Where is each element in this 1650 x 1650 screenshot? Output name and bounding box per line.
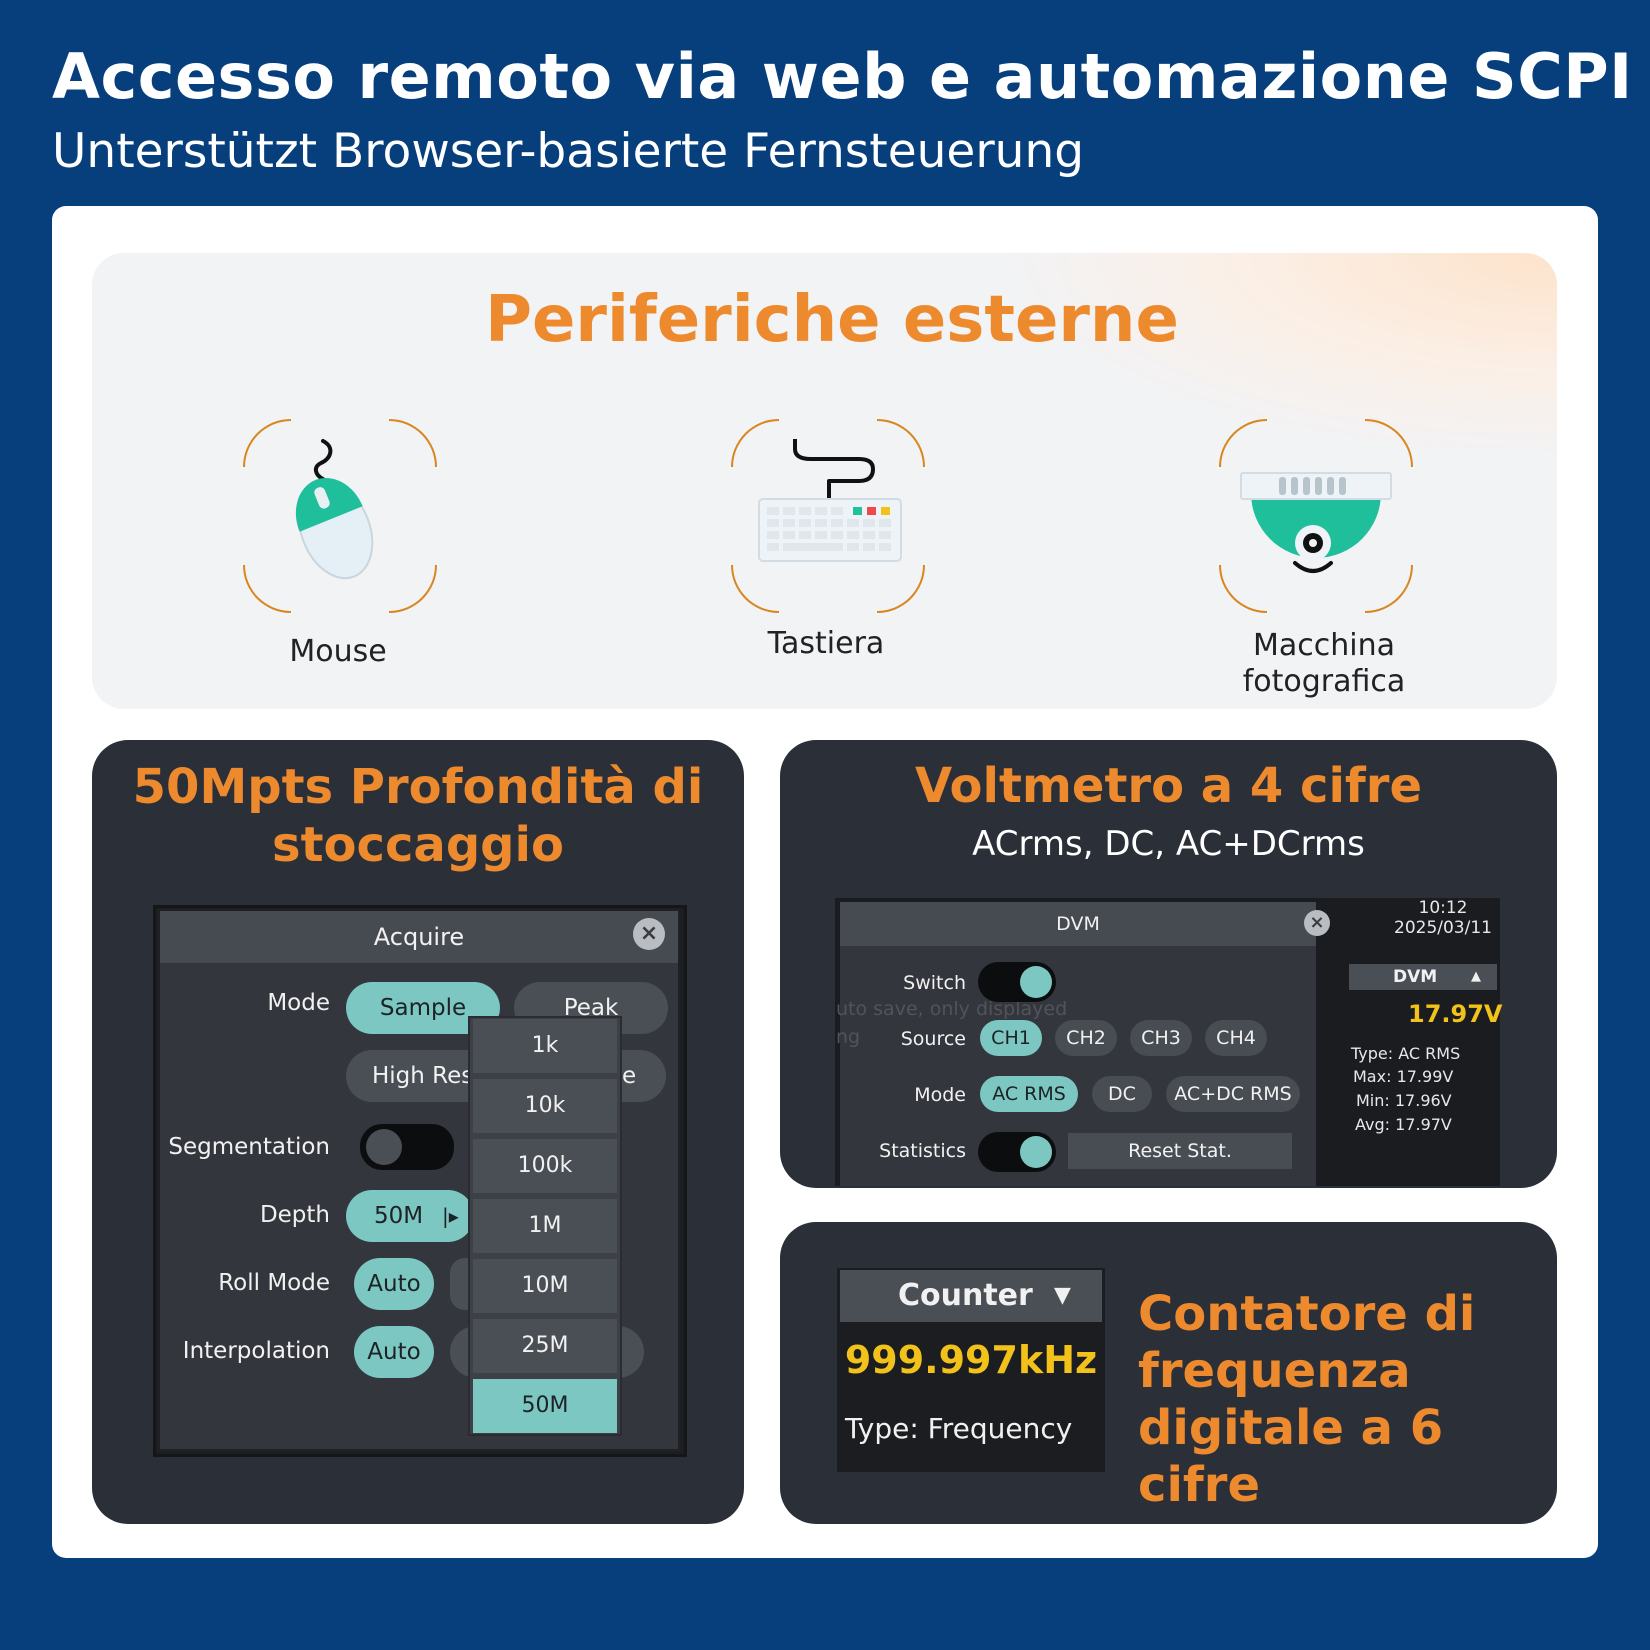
page-title: Accesso remoto via web e automazione SCP…	[52, 40, 1633, 113]
dvm-source-ch2[interactable]: CH2	[1055, 1020, 1117, 1056]
depth-option-1m[interactable]: 1M	[473, 1199, 617, 1253]
segmentation-label: Segmentation	[168, 1134, 330, 1160]
depth-option-100k[interactable]: 100k	[473, 1139, 617, 1193]
counter-type: Type: Frequency	[845, 1412, 1073, 1445]
mouse-icon	[295, 439, 374, 580]
dvm-source-ch4[interactable]: CH4	[1205, 1020, 1267, 1056]
dvm-subtitle: ACrms, DC, AC+DCrms	[972, 824, 1365, 864]
clock-date: 2025/03/11	[1394, 918, 1492, 938]
depth-option-10m[interactable]: 10M	[473, 1259, 617, 1313]
keyboard-label: Tastiera	[767, 626, 885, 661]
dvm-avg-row: Avg: 17.97V	[1355, 1115, 1452, 1134]
dvm-source-ch1[interactable]: CH1	[980, 1020, 1042, 1056]
depth-option-1k[interactable]: 1k	[473, 1019, 617, 1073]
dvm-switch-toggle[interactable]	[978, 962, 1056, 1002]
segmentation-toggle[interactable]	[360, 1124, 454, 1170]
page-subtitle: Unterstützt Browser-basierte Fernsteueru…	[52, 124, 1085, 179]
dvm-switch-label: Switch	[903, 972, 966, 994]
counter-title: Contatore di frequenza digitale a 6 cifr…	[1138, 1286, 1476, 1513]
mode-label: Mode	[267, 990, 330, 1016]
peripherals-title: Periferiche esterne	[485, 283, 1179, 357]
interpolation-auto-button[interactable]: Auto	[354, 1326, 434, 1378]
dvm-bg-text-2: ng	[836, 1026, 861, 1048]
depth-option-50m[interactable]: 50M	[473, 1379, 617, 1433]
collapse-icon: ▲	[1471, 969, 1481, 984]
dvm-min-row: Min: 17.96V	[1356, 1091, 1452, 1110]
clock-time: 10:12	[1418, 898, 1468, 918]
dvm-mode-acrms[interactable]: AC RMS	[980, 1076, 1078, 1112]
dvm-bg-text: uto save, only displayed	[836, 998, 1068, 1020]
interpolation-label: Interpolation	[182, 1338, 330, 1364]
keyboard-icon	[758, 439, 902, 562]
dvm-source-label: Source	[900, 1028, 966, 1050]
roll-mode-auto-button[interactable]: Auto	[354, 1258, 434, 1310]
acquire-dialog-title: Acquire	[160, 911, 678, 963]
dvm-dialog-title: DVM	[840, 902, 1316, 946]
dvm-title: Voltmetro a 4 cifre	[915, 758, 1422, 814]
dvm-reset-stat-button[interactable]: Reset Stat.	[1068, 1133, 1292, 1169]
dvm-max-row: Max: 17.99V	[1353, 1067, 1454, 1086]
depth-expand-icon: |▸	[442, 1204, 459, 1228]
chevron-down-icon: ▼	[1054, 1283, 1071, 1308]
dvm-mode-dc[interactable]: DC	[1092, 1076, 1152, 1112]
camera-icon	[1240, 472, 1392, 573]
dvm-side-header: DVM ▲	[1349, 964, 1497, 990]
dvm-side-panel	[1346, 962, 1500, 1186]
dvm-type-row: Type: AC RMS	[1351, 1044, 1461, 1063]
depth-label: Depth	[259, 1202, 330, 1228]
mouse-frame	[243, 419, 437, 613]
counter-header[interactable]: Counter ▼	[840, 1270, 1102, 1322]
acquire-close-button[interactable]: ×	[633, 918, 665, 950]
keyboard-frame	[731, 419, 925, 613]
depth-option-10k[interactable]: 10k	[473, 1079, 617, 1133]
mouse-label: Mouse	[289, 634, 387, 669]
camera-label: Macchina fotografica	[1242, 628, 1406, 699]
depth-option-25m[interactable]: 25M	[473, 1319, 617, 1373]
dvm-mode-label: Mode	[914, 1084, 966, 1106]
camera-frame	[1219, 419, 1413, 613]
dvm-close-button[interactable]: ×	[1304, 910, 1330, 936]
dvm-reading: 17.97V	[1408, 1000, 1503, 1028]
depth-select[interactable]: 50M |▸	[346, 1190, 474, 1242]
counter-reading: 999.997kHz	[844, 1338, 1098, 1382]
dvm-source-ch3[interactable]: CH3	[1130, 1020, 1192, 1056]
dvm-statistics-toggle[interactable]	[978, 1132, 1056, 1172]
dvm-mode-acdcrms[interactable]: AC+DC RMS	[1166, 1076, 1300, 1112]
dvm-statistics-label: Statistics	[879, 1140, 966, 1162]
memory-depth-title: 50Mpts Profondità di stoccaggio	[132, 759, 704, 873]
roll-mode-label: Roll Mode	[218, 1270, 330, 1296]
